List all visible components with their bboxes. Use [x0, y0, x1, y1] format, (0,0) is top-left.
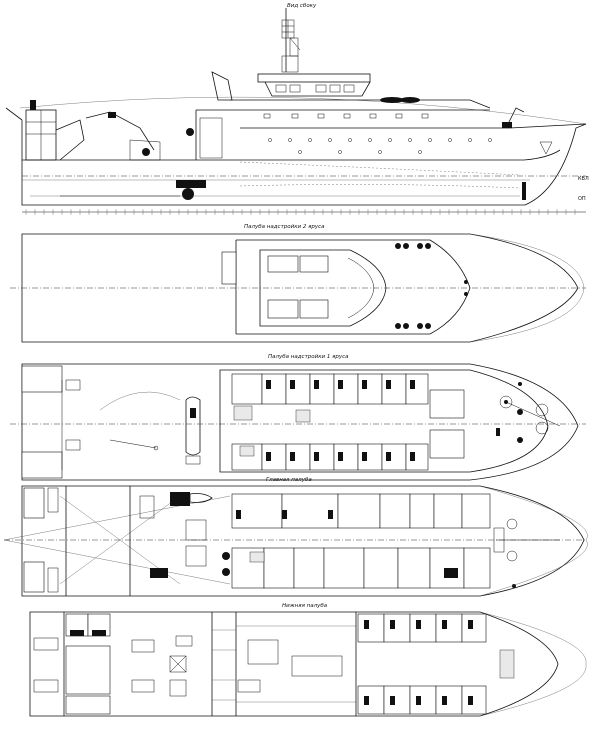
boat-davits	[186, 97, 420, 136]
main-deck-rooms	[231, 493, 491, 589]
deck-1-title: Палуба надстройки 1 яруса	[268, 354, 349, 360]
bunk-symbol	[416, 620, 421, 629]
main-deck-bunks	[236, 510, 333, 519]
bow-main	[493, 518, 560, 588]
frame-ticks	[25, 209, 576, 215]
bunk-symbol	[266, 452, 271, 461]
bunk-symbol	[338, 380, 343, 389]
bunk-symbol	[416, 696, 421, 705]
lower-bunks	[364, 620, 473, 705]
bunk-symbol	[442, 696, 447, 705]
bunk-symbol	[386, 380, 391, 389]
bunk-symbol	[282, 510, 287, 519]
bunk-symbol	[338, 452, 343, 461]
bunk-symbol	[390, 620, 395, 629]
draft-mark: КВЛ	[578, 176, 589, 182]
bunk-symbol	[410, 380, 415, 389]
profile-view: Вид сбоку	[5, 3, 589, 215]
funnel	[211, 71, 233, 101]
bow-anchor-gear	[496, 382, 561, 443]
deck-2-winches	[395, 243, 468, 329]
superstructure-top	[230, 99, 491, 109]
bunk-symbol	[314, 380, 319, 389]
lower-tanks	[212, 625, 356, 703]
deck-lower-title: Нижняя палуба	[282, 603, 328, 609]
bunk-symbol	[236, 510, 241, 519]
aft-deck-equipment	[139, 492, 240, 578]
deck-superstructure-2: Палуба надстройки 2 яруса	[10, 224, 586, 343]
bunk-symbol	[468, 620, 473, 629]
profile-title: Вид сбоку	[287, 3, 317, 9]
base-mark: ОП	[578, 196, 586, 202]
deck-lower: Нижняя палуба	[29, 603, 587, 717]
bunk-symbol	[314, 452, 319, 461]
bunk-symbol	[386, 452, 391, 461]
bunk-symbol	[442, 620, 447, 629]
mast	[281, 8, 301, 73]
deck-1-bunks	[266, 380, 415, 461]
bunk-symbol	[468, 696, 473, 705]
bunk-symbol	[290, 380, 295, 389]
bunk-symbol	[362, 380, 367, 389]
lower-cabins	[357, 613, 515, 715]
deck-main-title: Главная палуба	[266, 477, 312, 483]
deck-superstructure-1: Палуба надстройки 1 яруса	[10, 354, 586, 481]
rescue-boat	[185, 396, 201, 465]
bunk-symbol	[328, 510, 333, 519]
fwd-crane	[502, 107, 526, 200]
stern-gantry	[5, 100, 223, 200]
deck-2-title: Палуба надстройки 2 яруса	[244, 224, 325, 230]
engine-room	[33, 613, 343, 715]
portholes	[263, 113, 492, 154]
hull	[21, 120, 587, 206]
bunk-symbol	[362, 452, 367, 461]
deck-main: Главная палуба	[3, 477, 588, 597]
bunk-symbol	[364, 696, 369, 705]
wheelhouse	[257, 73, 371, 97]
bunk-symbol	[364, 620, 369, 629]
bunk-symbol	[290, 452, 295, 461]
bunk-symbol	[390, 696, 395, 705]
bunk-symbol	[410, 452, 415, 461]
bunk-symbol	[266, 380, 271, 389]
